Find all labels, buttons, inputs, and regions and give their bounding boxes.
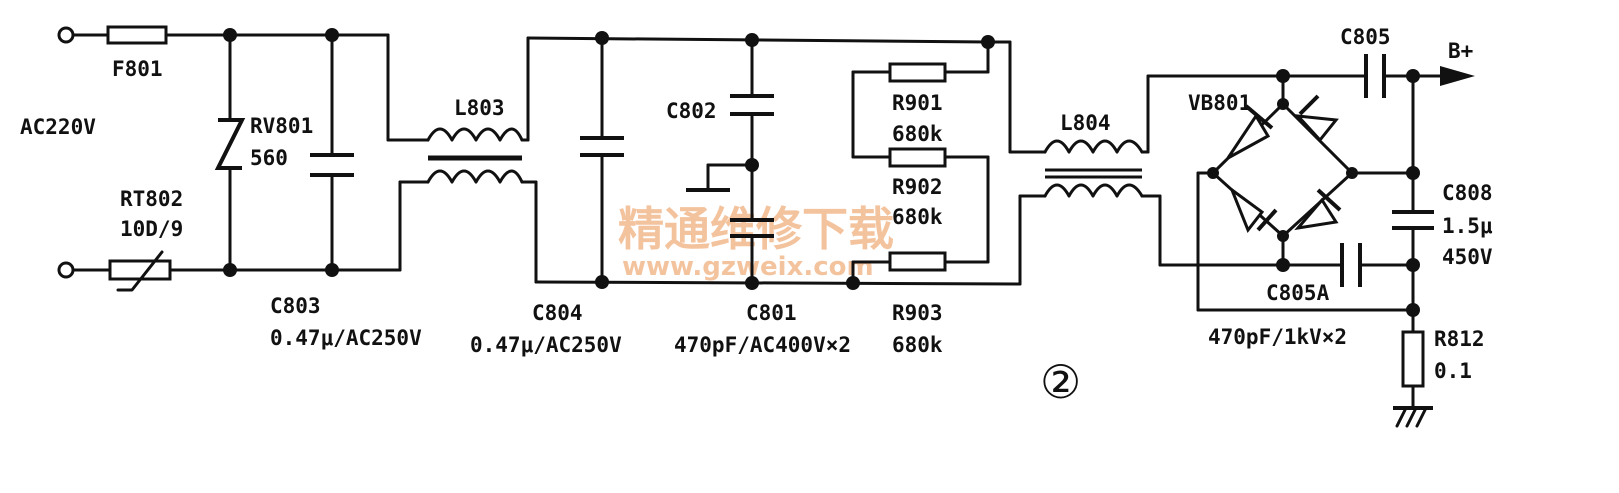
label-fuse: F801 [112,57,163,81]
label-c802: C802 [666,99,717,123]
label-thermistor: RT802 [120,187,183,211]
resistor-r902 [888,147,947,168]
capacitor-c804 [580,136,624,157]
component-labels: AC220V F801 RV801 560 RT802 10D/9 C803 0… [20,25,1493,409]
label-thermistor-value: 10D/9 [120,217,183,241]
label-r812: R812 [1434,327,1485,351]
label-c805-value: 470pF/1kV×2 [1208,325,1347,349]
capacitor-c802 [730,94,774,116]
label-bridge: VB801 [1188,91,1251,115]
label-c804-value: 0.47μ/AC250V [470,333,622,357]
capacitor-c805 [1364,54,1386,98]
label-r812-value: 0.1 [1434,359,1472,383]
input-terminal-top [57,26,75,44]
label-r903: R903 [892,301,943,325]
figure-number: ② [1040,355,1081,409]
resistor-r903 [888,251,947,272]
label-ac-input: AC220V [20,115,96,139]
resistor-r812 [1401,330,1425,388]
label-c805: C805 [1340,25,1391,49]
label-l804: L804 [1060,111,1111,135]
resistor-r901 [888,62,947,83]
label-r901-value: 680k [892,122,943,146]
input-terminal-bottom [57,261,75,279]
bridge-rectifier-vb801 [1210,94,1355,239]
fuse-f801 [106,25,168,45]
label-c803: C803 [270,294,321,318]
watermark: 精通维修下载 www.gzweix.com [618,202,894,282]
capacitor-c801 [730,218,774,238]
label-r901: R901 [892,91,943,115]
label-c808-value: 1.5μ [1442,214,1493,238]
label-output: B+ [1448,39,1473,63]
watermark-url: www.gzweix.com [622,252,874,282]
wiring [71,33,1442,428]
label-c808: C808 [1442,181,1493,205]
capacitor-c805a [1340,243,1362,287]
label-varistor: RV801 [250,114,313,138]
choke-l804 [1043,139,1144,198]
choke-l803 [426,127,524,184]
label-c804: C804 [532,301,583,325]
output-arrow [1440,66,1475,86]
label-c805a: C805A [1266,281,1330,305]
watermark-text: 精通维修下载 [618,202,894,256]
thermistor-rt802 [108,250,172,292]
capacitor-c803 [310,153,354,177]
label-l803: L803 [454,96,505,120]
varistor-rv801 [214,118,246,170]
label-varistor-value: 560 [250,146,288,170]
label-c801-value: 470pF/AC400V×2 [674,333,851,357]
label-c801: C801 [746,301,797,325]
capacitor-c808 [1392,210,1434,230]
label-r903-value: 680k [892,333,943,357]
label-c808-voltage: 450V [1442,245,1493,269]
label-c803-value: 0.47μ/AC250V [270,326,422,350]
label-r902-value: 680k [892,205,943,229]
label-r902: R902 [892,175,943,199]
